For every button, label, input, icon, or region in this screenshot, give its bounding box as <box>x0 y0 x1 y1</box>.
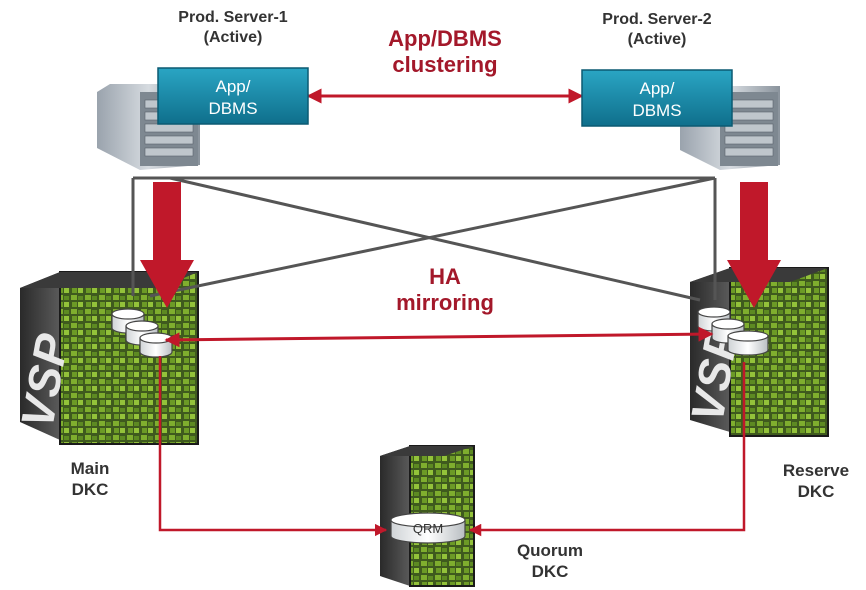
prod-server-2-machine <box>680 86 780 170</box>
reserve-dkc-line2: DKC <box>797 482 835 502</box>
server-2-app-dbms-box: App/ DBMS <box>581 69 733 127</box>
reserve-dkc-line1: Reserve <box>782 461 850 480</box>
server-1-title: Prod. Server-1 <box>178 9 288 26</box>
server-1-box-line1: App/ <box>216 77 251 96</box>
main-dkc-label: Main DKC <box>50 458 130 501</box>
quorum-dkc-line2: DKC <box>531 562 569 582</box>
write-arrow-right <box>727 182 781 308</box>
qrm-label: QRM <box>413 521 443 536</box>
write-arrow-left <box>140 182 194 308</box>
server-2-status: (Active) <box>627 31 687 48</box>
mirroring-label: HA mirroring <box>380 264 510 317</box>
mirroring-line2: mirroring <box>396 290 494 316</box>
server-1-app-dbms-box: App/ DBMS <box>157 67 309 125</box>
host-path-lines <box>131 176 717 302</box>
server-2-label: Prod. Server-2 (Active) <box>572 10 742 50</box>
clustering-label: App/DBMS clustering <box>370 26 520 79</box>
quorum-links <box>158 356 746 537</box>
main-dkc-line2: DKC <box>71 480 109 500</box>
clustering-line1: App/DBMS <box>388 26 502 51</box>
quorum-dkc-label: Quorum DKC <box>500 540 600 583</box>
mirroring-line1: HA <box>429 264 461 289</box>
reserve-dkc-disks <box>697 306 769 356</box>
server-2-box-line1: App/ <box>640 79 675 98</box>
clustering-line2: clustering <box>392 52 498 78</box>
server-1-status: (Active) <box>203 29 263 46</box>
quorum-dkc-line1: Quorum <box>516 541 584 560</box>
reserve-dkc-label: Reserve DKC <box>770 460 862 503</box>
main-dkc-line1: Main <box>70 459 110 478</box>
main-dkc-cabinet: VSP <box>11 271 199 445</box>
server-2-box-line2: DBMS <box>632 101 681 120</box>
server-1-label: Prod. Server-1 (Active) <box>158 8 308 48</box>
qrm-disk: QRM <box>390 512 466 544</box>
server-2-title: Prod. Server-2 <box>602 11 712 28</box>
server-1-box-line2: DBMS <box>208 99 257 118</box>
ha-mirroring-arrow <box>164 326 714 348</box>
